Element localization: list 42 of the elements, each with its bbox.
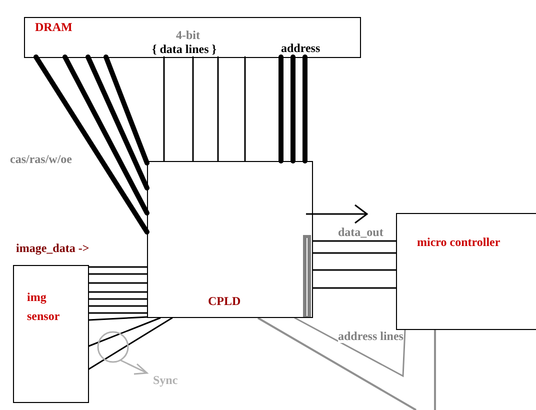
connector-line	[192, 56, 194, 162]
connector-line	[86, 54, 150, 190]
connector-line	[34, 54, 150, 234]
component-box	[147, 161, 313, 318]
component-name: CPLD	[208, 295, 241, 308]
connector-line	[312, 269, 397, 271]
connector-line	[312, 287, 397, 289]
signal-label: data_out	[338, 226, 384, 240]
connector-line	[88, 266, 148, 268]
signal-label: Sync	[153, 374, 178, 388]
signal-label: image_data ->	[16, 242, 90, 256]
connector-line	[294, 317, 406, 378]
component-label: address	[281, 42, 320, 56]
connector-line	[278, 54, 284, 164]
connector-line	[88, 316, 148, 321]
component-name: img sensor	[27, 289, 61, 326]
connector-line	[290, 54, 296, 164]
connector-line	[88, 291, 148, 293]
connector-line	[88, 317, 173, 370]
component-label: { data lines }	[152, 43, 216, 56]
signal-label: cas/ras/w/oe	[10, 153, 72, 166]
connector-line	[88, 312, 148, 314]
connector-line	[244, 56, 246, 162]
component-name: micro controller	[417, 236, 500, 250]
component-box	[24, 17, 361, 58]
connector-line	[88, 282, 148, 284]
component-box	[396, 213, 536, 330]
connector-line	[217, 56, 219, 162]
connector-line	[88, 273, 148, 275]
connector-line	[62, 54, 150, 216]
connector-line	[312, 252, 397, 254]
connector-line	[88, 305, 148, 307]
component-name: DRAM	[35, 21, 72, 34]
connector-line	[88, 317, 161, 347]
signal-label: address lines	[338, 330, 404, 344]
connector-line	[88, 298, 148, 300]
component-box	[13, 265, 89, 403]
connector-line	[302, 54, 308, 164]
component-label: 4-bit	[176, 29, 200, 42]
connector-line	[312, 240, 397, 242]
connector-line	[163, 56, 165, 162]
connector-line	[104, 54, 150, 166]
